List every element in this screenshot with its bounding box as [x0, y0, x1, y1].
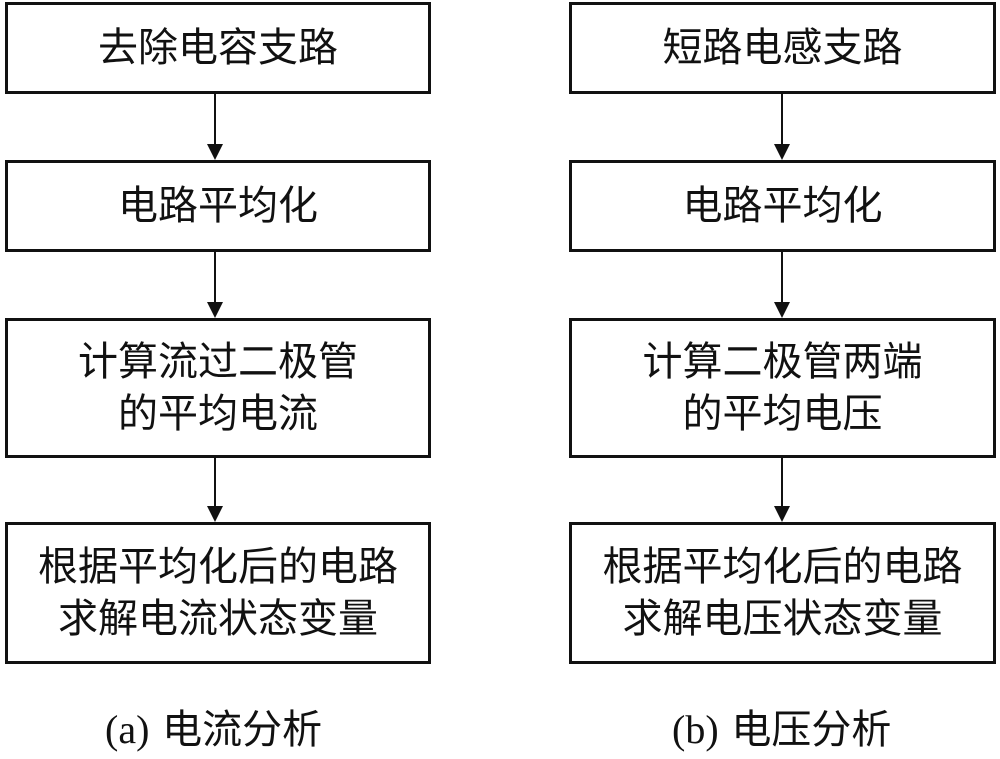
right-caption: (b) 电压分析: [672, 705, 891, 755]
right-caption-text: 电压分析: [731, 707, 892, 753]
left-step-circuit-averaging: 电路平均化: [5, 160, 431, 252]
left-caption-tag: (a): [105, 707, 150, 752]
left-step4-line1: 根据平均化后的电路: [38, 544, 398, 590]
right-arrow-2: [772, 252, 792, 318]
left-arrow-3: [205, 458, 225, 522]
right-step4-line1: 根据平均化后的电路: [602, 544, 963, 590]
left-step2-label: 电路平均化: [118, 183, 318, 229]
left-step4-line2: 求解电流状态变量: [58, 596, 378, 642]
right-step3-line2: 的平均电压: [682, 391, 883, 437]
left-step3-line2: 的平均电流: [118, 391, 318, 437]
right-step3-line1: 计算二极管两端: [642, 339, 923, 385]
right-arrow-1: [772, 94, 792, 160]
left-step3-line1: 计算流过二极管: [78, 339, 358, 385]
right-caption-tag: (b): [672, 707, 719, 752]
left-step-solve-current-state-variables: 根据平均化后的电路 求解电流状态变量: [5, 522, 431, 664]
right-step-short-inductor-branch: 短路电感支路: [569, 2, 996, 94]
left-step-remove-capacitor-branch: 去除电容支路: [5, 2, 431, 94]
right-step-solve-voltage-state-variables: 根据平均化后的电路 求解电压状态变量: [569, 522, 996, 664]
left-arrow-2: [205, 252, 225, 318]
right-arrow-3: [772, 458, 792, 522]
right-step1-label: 短路电感支路: [662, 25, 903, 71]
left-arrow-1: [205, 94, 225, 160]
right-step-circuit-averaging: 电路平均化: [569, 160, 996, 252]
left-step-average-diode-current: 计算流过二极管 的平均电流: [5, 318, 431, 458]
right-step2-label: 电路平均化: [682, 183, 883, 229]
right-step-average-diode-voltage: 计算二极管两端 的平均电压: [569, 318, 996, 458]
left-caption: (a) 电流分析: [105, 705, 322, 755]
right-step4-line2: 求解电压状态变量: [622, 596, 943, 642]
left-step1-label: 去除电容支路: [98, 25, 338, 71]
left-caption-text: 电流分析: [162, 707, 323, 753]
